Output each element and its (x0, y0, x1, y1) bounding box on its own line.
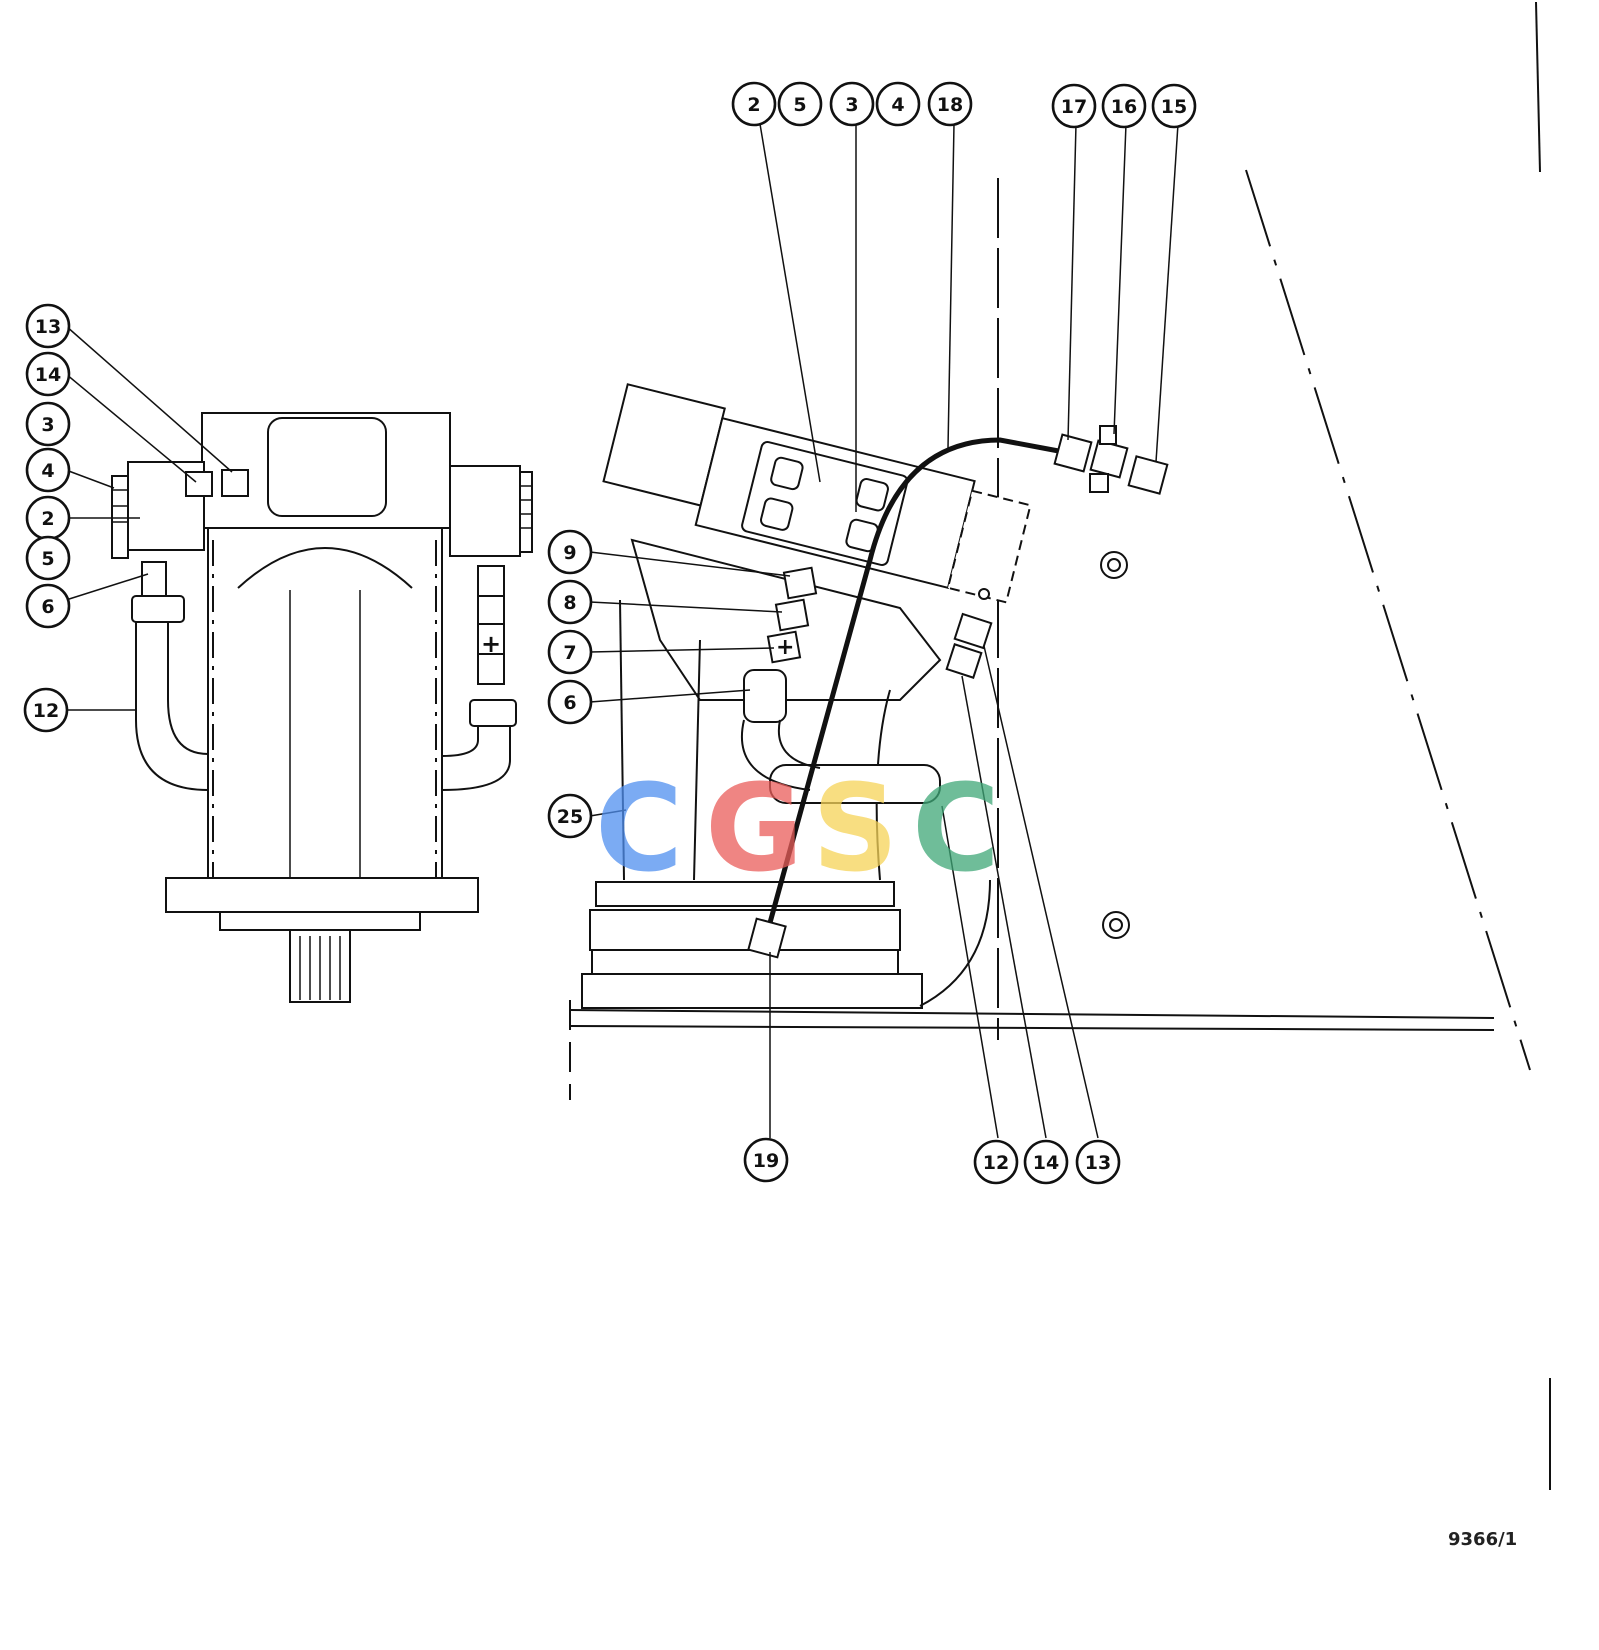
leader-lines (65, 123, 1179, 1139)
watermark-letter-g: G (705, 760, 804, 899)
svg-text:6: 6 (563, 692, 576, 714)
svg-text:12: 12 (983, 1152, 1009, 1174)
callout-9-mid: 9 (547, 529, 593, 575)
svg-text:16: 16 (1111, 96, 1137, 118)
svg-text:17: 17 (1061, 96, 1087, 118)
svg-text:9: 9 (563, 542, 576, 564)
callout-14-bottom: 14 (1023, 1139, 1069, 1185)
watermark-letter-c2: C (912, 760, 1000, 899)
svg-text:3: 3 (845, 94, 858, 116)
svg-text:15: 15 (1161, 96, 1187, 118)
callout-6-left: 6 (25, 583, 71, 629)
svg-text:3: 3 (41, 414, 54, 436)
callout-8-mid: 8 (547, 579, 593, 625)
callout-4-top: 4 (875, 81, 921, 127)
svg-text:4: 4 (41, 460, 54, 482)
svg-text:12: 12 (33, 700, 59, 722)
svg-text:14: 14 (35, 364, 61, 386)
svg-text:14: 14 (1033, 1152, 1059, 1174)
callout-12-left: 12 (23, 687, 69, 733)
callout-19-bottom: 19 (743, 1137, 789, 1183)
watermark-letter-c1: C (595, 760, 683, 899)
svg-text:4: 4 (891, 94, 904, 116)
svg-text:18: 18 (937, 94, 963, 116)
callout-7-mid: 7 (547, 629, 593, 675)
svg-text:8: 8 (563, 592, 576, 614)
callout-14-left: 14 (25, 351, 71, 397)
svg-text:6: 6 (41, 596, 54, 618)
callout-2-top: 2 (731, 81, 777, 127)
svg-text:7: 7 (563, 642, 576, 664)
callout-15-top: 15 (1151, 83, 1197, 129)
svg-text:19: 19 (753, 1150, 779, 1172)
plus-mark-mid: + (776, 635, 794, 660)
callout-17-top: 17 (1051, 83, 1097, 129)
callout-3-top: 3 (829, 81, 875, 127)
svg-text:5: 5 (793, 94, 806, 116)
callout-2-left: 2 (25, 495, 71, 541)
callout-13-left: 13 (25, 303, 71, 349)
left-motor-view: + (111, 412, 533, 1003)
callout-18-top: 18 (927, 81, 973, 127)
callout-5-top: 5 (777, 81, 823, 127)
callout-12-bottom: 12 (973, 1139, 1019, 1185)
cgsc-watermark: C G S C (595, 760, 1000, 899)
callout-5-left: 5 (25, 535, 71, 581)
callout-4-left: 4 (25, 447, 71, 493)
callout-16-top: 16 (1101, 83, 1147, 129)
callout-25-mid: 25 (547, 793, 593, 839)
callout-3-left: 3 (25, 401, 71, 447)
figure-reference: 9366/1 (1448, 1529, 1517, 1550)
svg-text:13: 13 (1085, 1152, 1111, 1174)
callout-6-mid: 6 (547, 679, 593, 725)
callout-13-bottom: 13 (1075, 1139, 1121, 1185)
plus-mark-right: + (481, 630, 501, 658)
svg-text:5: 5 (41, 548, 54, 570)
svg-text:2: 2 (41, 508, 54, 530)
watermark-letter-s: S (812, 760, 898, 899)
svg-text:2: 2 (747, 94, 760, 116)
svg-text:25: 25 (557, 806, 583, 828)
right-motor-view: + (569, 1, 1551, 1490)
svg-text:13: 13 (35, 316, 61, 338)
